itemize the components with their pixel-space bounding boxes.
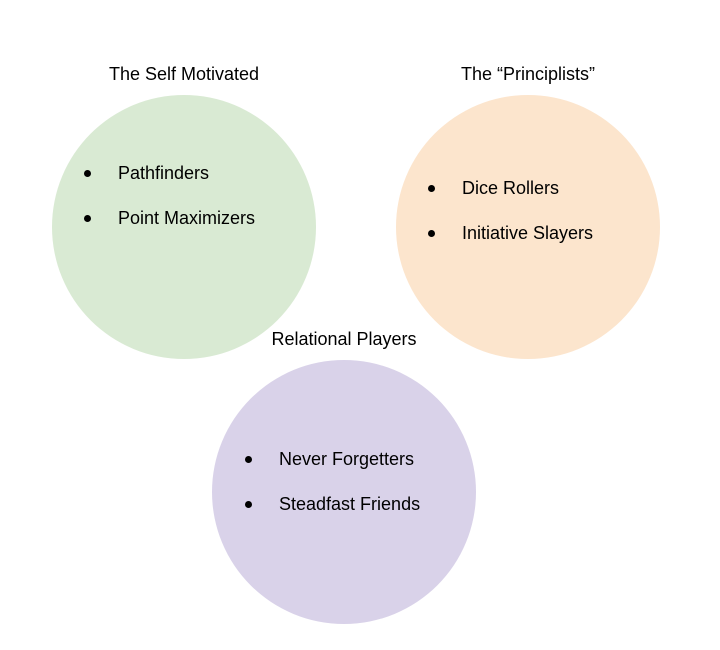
list-item: Steadfast Friends: [245, 493, 420, 515]
list-item: Never Forgetters: [245, 448, 414, 470]
list-item: Pathfinders: [84, 162, 209, 184]
list-item-label: Dice Rollers: [462, 178, 560, 198]
group-circle-relational-players: [212, 360, 476, 624]
bullet-icon: [428, 184, 435, 192]
group-title-principlists: The “Principlists”: [460, 64, 596, 84]
group-title-self-motivated: The Self Motivated: [108, 64, 260, 84]
bullet-icon: [428, 229, 435, 237]
bullet-icon: [245, 500, 252, 508]
group-circle-self-motivated: [52, 95, 316, 359]
bullet-icon: [84, 214, 91, 222]
list-item-label: Steadfast Friends: [279, 494, 421, 514]
list-item: Point Maximizers: [84, 207, 255, 229]
list-item-label: Initiative Slayers: [462, 223, 594, 243]
list-item-label: Point Maximizers: [118, 208, 256, 228]
bullet-icon: [84, 169, 91, 177]
list-item-label: Never Forgetters: [279, 449, 415, 469]
list-item: Dice Rollers: [428, 177, 559, 199]
group-circle-principlists: [396, 95, 660, 359]
list-item: Initiative Slayers: [428, 222, 593, 244]
list-item-label: Pathfinders: [118, 163, 210, 183]
group-title-relational-players: Relational Players: [271, 329, 417, 349]
bullet-icon: [245, 455, 252, 463]
